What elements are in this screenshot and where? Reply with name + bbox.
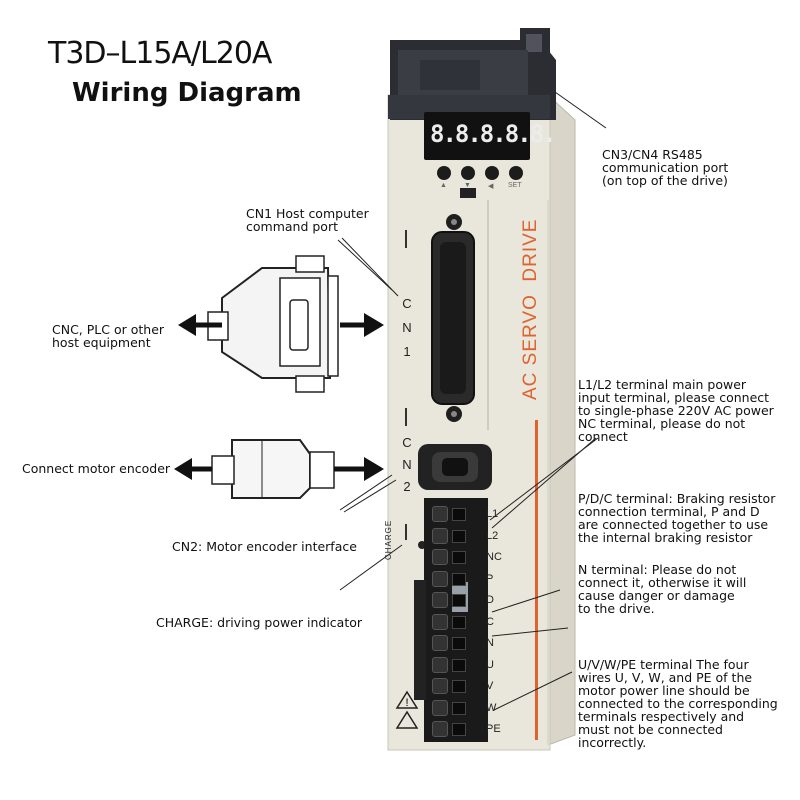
terminal-wire-slot [452,508,466,521]
callout-cn1: CN1 Host computer command port [246,206,369,234]
terminal-screw-hole [432,506,448,522]
callout-n-terminal: N terminal: Please do not connect it, ot… [578,562,747,616]
callout-uvw-pe: U/V/W/PE terminal The four wires U, V, W… [578,657,778,750]
terminal-screw-hole [432,635,448,651]
brand-label: AC SERVO DRIVE [520,218,541,400]
cn1-label: C N 1 [400,292,414,364]
terminal-n: N [486,637,494,649]
shift-button-label: ◀ [488,183,494,190]
callout-l1-l2: L1/L2 terminal main power input terminal… [578,377,774,444]
brand-stripe [535,420,538,740]
terminal-pe: PE [486,723,501,735]
terminal-screw-hole [432,613,448,630]
terminal-v: V [486,680,494,692]
terminal-labels: L1 L2 NC P D C N U V W PE [486,504,508,741]
callout-p-d-c: P/D/C terminal: Braking resistor connect… [578,491,776,545]
terminal-screw-hole [432,527,448,544]
cn1-label-1: 1 [403,344,411,359]
cn2-port [418,444,492,490]
hot-surface-icon [395,710,419,729]
terminal-p: P [486,572,494,585]
terminal-l1: L1 [486,508,499,520]
arrow-to-cn1 [340,313,384,337]
control-buttons [437,166,523,180]
terminal-d: D [486,594,494,606]
terminal-screw-hole [432,656,448,673]
arrow-to-encoder [174,458,212,480]
leader-lines [337,91,607,711]
terminal-wire-slot [452,637,466,650]
terminal-wire-slot [452,529,466,543]
terminal-wire-slot [452,658,466,672]
terminal-wire-slot [452,723,466,736]
arrow-to-cn2 [334,457,384,481]
terminal-wire-slot [452,551,466,564]
terminal-wire-slot [452,615,466,629]
callout-cn2: CN2: Motor encoder interface [172,539,357,554]
terminal-wire-slot [452,594,466,607]
terminal-w: W [486,701,497,714]
terminal-c: C [486,615,494,628]
terminal-screw-hole [432,592,448,608]
cn2-label-c: C [402,435,412,450]
diagram-title: T3D–L15A/L20A [48,36,272,71]
set-button-label: SET [508,182,522,189]
display-digits: 8.8.8.8.8. [430,120,557,148]
key-slot [460,188,476,198]
up-button-label: ▲ [440,182,447,189]
callout-charge: CHARGE: driving power indicator [156,615,363,630]
diagram-subtitle: Wiring Diagram [72,78,302,108]
db-connector-plug [207,255,339,393]
drive-side-panel [547,93,576,746]
terminal-wire-slot [452,680,466,693]
terminal-screw-hole [432,570,448,587]
terminal-nc: NC [486,551,502,563]
led-display [424,112,530,160]
terminal-wire-slot [452,701,466,715]
cn2-label: C N 2 [400,432,414,498]
down-button-label: ▼ [464,182,471,189]
svg-text:!: ! [405,697,408,709]
callout-host-equipment: CNC, PLC or other host equipment [52,322,165,350]
terminal-screw-hole [432,721,448,737]
callout-cn3-cn4: CN3/CN4 RS485 communication port (on top… [602,147,729,188]
cn3-cn4-connector [388,28,556,120]
arrow-to-host [178,314,222,336]
terminal-screw-hole [432,549,448,565]
cn1-label-n: N [402,320,412,335]
cn2-label-n: N [402,457,412,472]
cn2-label-2: 2 [403,479,411,494]
terminal-block [414,498,488,742]
callout-encoder: Connect motor encoder [22,461,171,476]
terminal-screw-hole [432,678,448,694]
terminal-screw-hole [432,699,448,716]
terminal-u: U [486,658,494,671]
terminal-wire-slot [452,572,466,586]
encoder-plug [211,439,335,499]
cn1-label-c: C [402,296,412,311]
warning-icon: ! [395,690,419,709]
terminal-l2: L2 [486,529,499,542]
cn1-port [431,214,475,422]
